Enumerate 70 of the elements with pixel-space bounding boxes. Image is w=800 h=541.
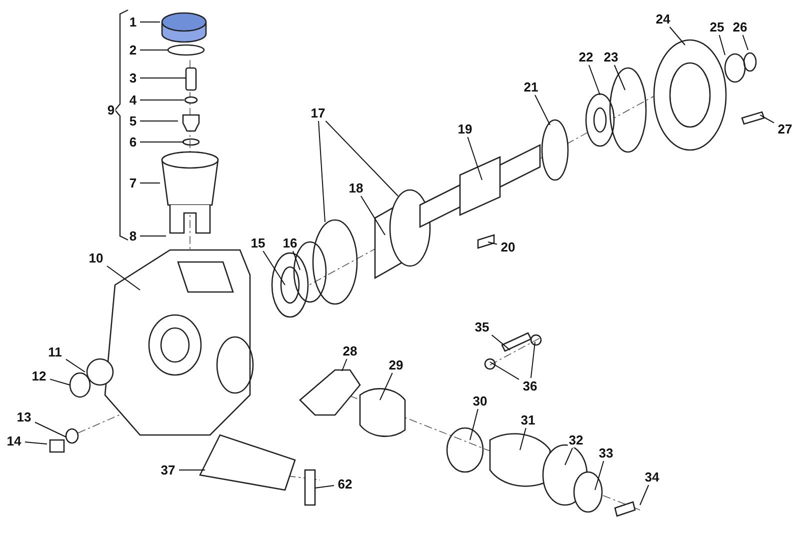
callout-number: 33: [598, 446, 614, 460]
leader-line: [140, 120, 178, 122]
callout-number: 15: [250, 236, 266, 250]
callout-number: 27: [776, 122, 794, 136]
leader-line: [325, 120, 398, 196]
leader-line: [380, 372, 393, 400]
callout-number: 29: [388, 358, 404, 372]
callout-number: 4: [128, 92, 138, 108]
callout-number: 12: [30, 368, 48, 384]
callout-number: 9: [106, 102, 116, 118]
leader-line: [24, 442, 48, 444]
callout-number: 14: [6, 434, 22, 448]
leader-line: [594, 460, 604, 490]
callout-number: 18: [348, 180, 364, 196]
leader-line: [534, 94, 550, 126]
leader-line: [640, 484, 650, 506]
callout-number: 24: [654, 12, 672, 26]
callout-number: 22: [578, 50, 594, 64]
leader-line: [360, 196, 386, 236]
callout-number: 3: [128, 70, 138, 86]
leader-line: [530, 342, 536, 378]
leader-line: [588, 64, 600, 96]
callout-number: 17: [310, 106, 326, 120]
callout-number: 10: [88, 250, 104, 266]
leader-line: [490, 362, 520, 380]
leader-line: [292, 250, 300, 270]
callout-number: 28: [342, 344, 358, 358]
leader-line: [520, 428, 526, 450]
callout-number: 35: [474, 320, 490, 334]
callout-number: 7: [128, 176, 138, 190]
callout-number: 20: [500, 240, 516, 254]
callout-number: 62: [336, 476, 354, 492]
leader-line: [342, 358, 348, 372]
callout-number: 23: [602, 50, 620, 64]
callout-number: 30: [472, 394, 488, 408]
leader-line: [140, 182, 160, 184]
callout-number: 19: [456, 122, 474, 136]
leader-line: [34, 422, 66, 438]
callout-number: 34: [644, 470, 660, 484]
leader-line: [318, 120, 326, 222]
callout-number: 25: [708, 20, 726, 34]
leader-line: [564, 448, 573, 466]
callout-number: 1: [128, 14, 138, 30]
leader-line: [760, 114, 774, 124]
leader-line: [470, 408, 478, 440]
callout-number: 13: [16, 410, 32, 424]
leader-line: [314, 484, 334, 488]
callout-number: 16: [282, 236, 298, 250]
leader-line: [488, 242, 498, 245]
callout-number: 5: [128, 114, 138, 128]
callout-number: 21: [522, 80, 540, 94]
leader-line: [106, 266, 140, 290]
leader-line: [50, 378, 70, 386]
callout-number: 36: [522, 378, 538, 394]
callout-number: 11: [47, 344, 63, 360]
callout-number: 37: [160, 462, 176, 478]
callout-number: 32: [568, 432, 584, 448]
leader-line: [614, 64, 626, 90]
callout-number: 6: [128, 134, 138, 150]
callout-number: 2: [128, 42, 138, 58]
leader-line: [718, 34, 726, 56]
callout-number: 26: [732, 20, 748, 34]
leader-line: [742, 34, 748, 50]
callout-number: 8: [128, 228, 138, 244]
leader-line: [262, 250, 286, 286]
leader-line: [669, 26, 686, 46]
leader-line: [491, 334, 510, 350]
leader-line: [66, 358, 86, 372]
callout-number: 31: [520, 412, 536, 428]
leader-line: [467, 136, 482, 180]
